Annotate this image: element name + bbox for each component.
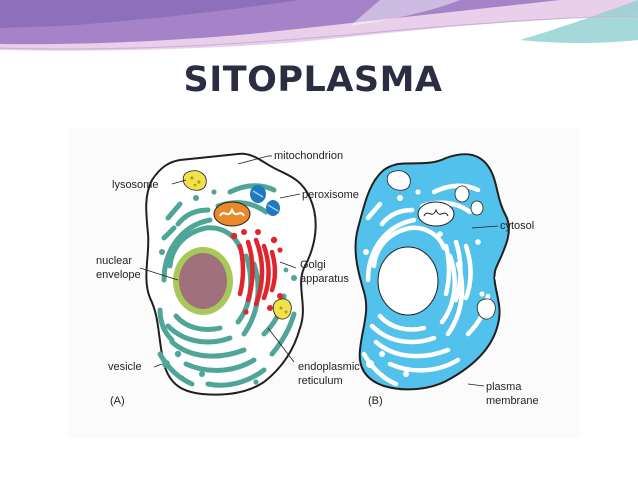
cell-a-nucleus [173,247,233,315]
label-golgi-2: apparatus [300,273,349,285]
cell-diagram-svg: mitochondrion lysosome peroxisome nuclea… [96,150,539,407]
panel-b-tag: (B) [368,395,383,407]
cell-b-mitochondrion-space [386,170,496,320]
cell-a-lysosome [182,170,292,320]
label-cytosol: cytosol [500,220,534,232]
label-nuclear-envelope-1: nuclear [96,255,132,267]
cell-b-nucleus-space [377,246,439,316]
panel-a-tag: (A) [110,395,125,407]
cell-cytosol-panel-b: cytosol plasma membrane (B) [354,153,539,407]
label-plasma-membrane-2: membrane [486,395,539,407]
cell-a-vesicles [159,189,297,385]
label-golgi-1: Golgi [300,259,326,271]
slide-title-text: SITOPLASMA [183,60,443,100]
cell-a-golgi-apparatus [237,237,278,307]
cell-b-vesicle-spaces [363,189,501,385]
label-lysosome: lysosome [112,179,158,191]
cell-diagram-figure: mitochondrion lysosome peroxisome nuclea… [68,128,580,438]
label-vesicle: vesicle [108,361,142,373]
label-nuclear-envelope-2: envelope [96,269,141,281]
cell-a-mitochondrion [213,201,251,227]
cell-a-leader-lines [139,155,301,368]
label-plasma-membrane-1: plasma [486,381,522,393]
cell-b-leader-lines [467,225,499,387]
label-er-2: reticulum [298,375,343,387]
slide-title: SITOPLASMA [0,60,638,100]
decorative-banner [0,0,638,51]
label-mitochondrion: mitochondrion [274,150,343,162]
cell-a-peroxisome [250,185,280,216]
label-er-1: endoplasmic [298,361,360,373]
animal-cell-panel-a: mitochondrion lysosome peroxisome nuclea… [96,150,360,407]
cell-a-golgi-vesicles [230,229,283,315]
label-peroxisome: peroxisome [302,189,359,201]
